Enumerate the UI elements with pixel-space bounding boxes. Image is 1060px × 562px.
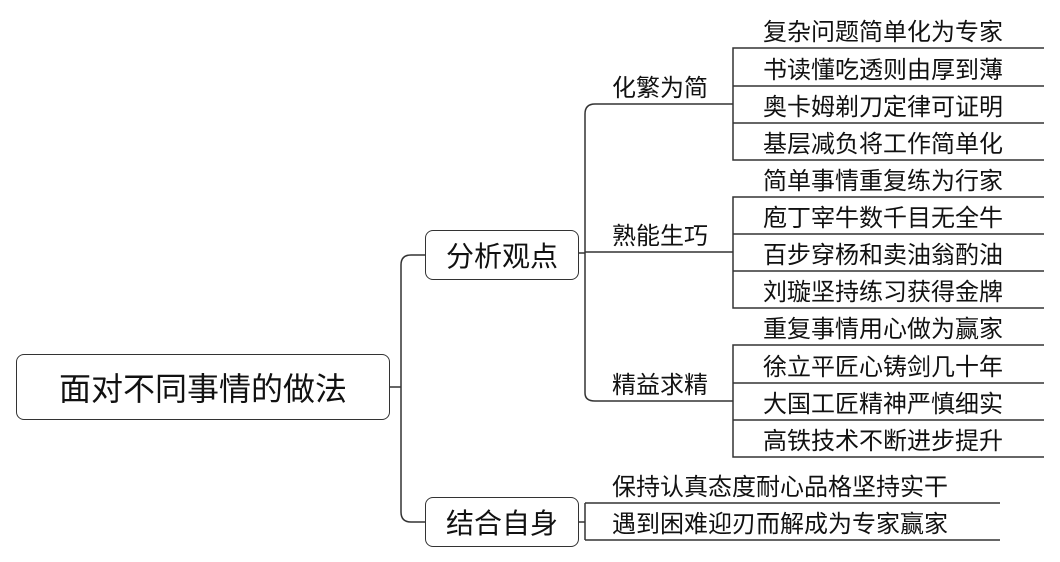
point-2-1[interactable]: 简单事情重复练为行家: [763, 167, 1003, 195]
point-1-3[interactable]: 奥卡姆剃刀定律可证明: [763, 93, 1003, 121]
root-topic[interactable]: 面对不同事情的做法: [16, 354, 390, 420]
connector-sub-2: [732, 196, 1044, 309]
self-point-2[interactable]: 遇到困难迎刃而解成为专家赢家: [612, 510, 948, 538]
connector-sub-1: [732, 47, 1044, 161]
connector-sub-3: [732, 344, 1044, 458]
subtopic-practice[interactable]: 熟能生巧: [612, 222, 708, 250]
point-2-3[interactable]: 百步穿杨和卖油翁酌油: [763, 241, 1003, 269]
connector-branch-self: [579, 502, 1000, 541]
point-1-4[interactable]: 基层减负将工作简单化: [763, 130, 1003, 158]
point-1-1[interactable]: 复杂问题简单化为专家: [763, 18, 1003, 46]
connector-branch-analysis: [579, 103, 733, 402]
point-2-4[interactable]: 刘璇坚持练习获得金牌: [763, 278, 1003, 306]
point-1-2[interactable]: 书读懂吃透则由厚到薄: [763, 56, 1003, 84]
branch-analysis[interactable]: 分析观点: [425, 230, 579, 280]
point-3-3[interactable]: 大国工匠精神严慎细实: [763, 390, 1003, 418]
point-3-2[interactable]: 徐立平匠心铸剑几十年: [763, 353, 1003, 381]
point-3-4[interactable]: 高铁技术不断进步提升: [763, 427, 1003, 455]
subtopic-excellence[interactable]: 精益求精: [612, 371, 708, 399]
branch-self-label: 结合自身: [445, 507, 558, 540]
self-point-1[interactable]: 保持认真态度耐心品格坚持实干: [612, 473, 948, 501]
branch-analysis-label: 分析观点: [445, 240, 558, 273]
point-3-1[interactable]: 重复事情用心做为赢家: [763, 315, 1003, 343]
connector-root: [390, 254, 425, 523]
subtopic-simplify[interactable]: 化繁为简: [612, 74, 708, 102]
point-2-2[interactable]: 庖丁宰牛数千目无全牛: [763, 204, 1003, 232]
branch-self[interactable]: 结合自身: [425, 497, 579, 547]
root-topic-label: 面对不同事情的做法: [58, 370, 347, 408]
